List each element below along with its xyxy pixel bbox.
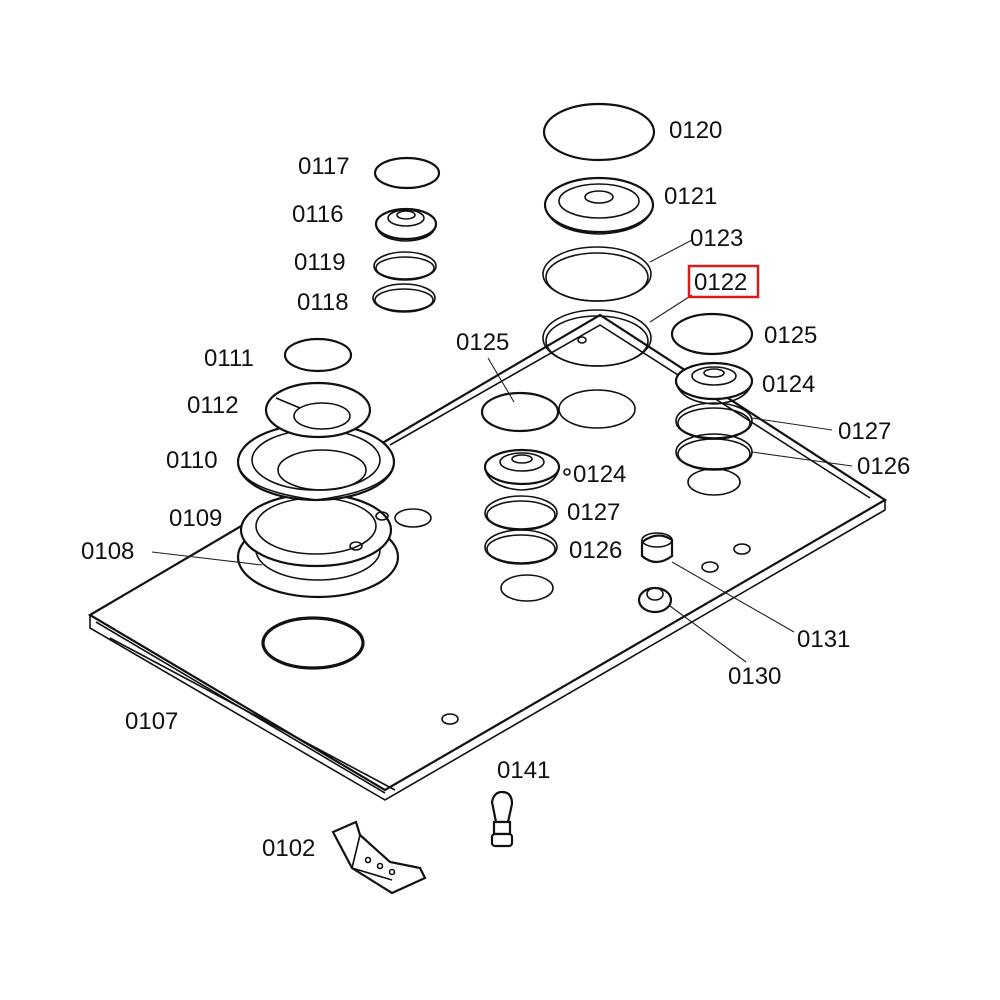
large-burner-assembly [236, 337, 400, 599]
label-0141: 0141 [497, 757, 550, 784]
label-0127-right: 0127 [838, 418, 891, 445]
wok-burner-assembly [542, 102, 656, 367]
label-0125-center: 0125 [456, 329, 509, 356]
label-0119: 0119 [294, 249, 346, 276]
mounting-bracket [331, 820, 427, 895]
small-burner-assembly [372, 156, 441, 313]
label-0116: 0116 [292, 201, 344, 228]
label-0124-right: 0124 [762, 371, 815, 398]
label-0102: 0102 [262, 835, 315, 862]
highlight-box-0122 [687, 264, 760, 299]
leader-lines [151, 239, 853, 663]
control-knob-parts [637, 532, 674, 614]
label-0117: 0117 [298, 153, 350, 180]
label-0124-center: 0124 [573, 461, 626, 488]
label-0126-right: 0126 [857, 453, 910, 480]
right-burner-assembly [670, 312, 754, 471]
label-0130: 0130 [728, 663, 781, 690]
label-0122: 0122 [694, 269, 747, 296]
label-0127-center: 0127 [567, 499, 620, 526]
label-0118: 0118 [297, 289, 349, 316]
part-labels: 0117 0116 0119 0118 0111 0112 0110 0109 … [81, 117, 910, 862]
plate-openings [261, 389, 751, 725]
label-0110: 0110 [166, 447, 218, 474]
label-0126-center: 0126 [569, 537, 622, 564]
label-0111: 0111 [204, 345, 254, 372]
label-0123: 0123 [690, 225, 743, 252]
label-0109: 0109 [169, 505, 222, 532]
center-burner-assembly [480, 391, 571, 565]
label-0131: 0131 [797, 626, 850, 653]
label-0112: 0112 [187, 392, 239, 419]
label-0107: 0107 [125, 708, 178, 735]
label-0108: 0108 [81, 538, 134, 565]
label-0125-right: 0125 [764, 322, 817, 349]
igniter-part [490, 790, 514, 848]
label-0121: 0121 [664, 183, 717, 210]
label-0120: 0120 [669, 117, 722, 144]
